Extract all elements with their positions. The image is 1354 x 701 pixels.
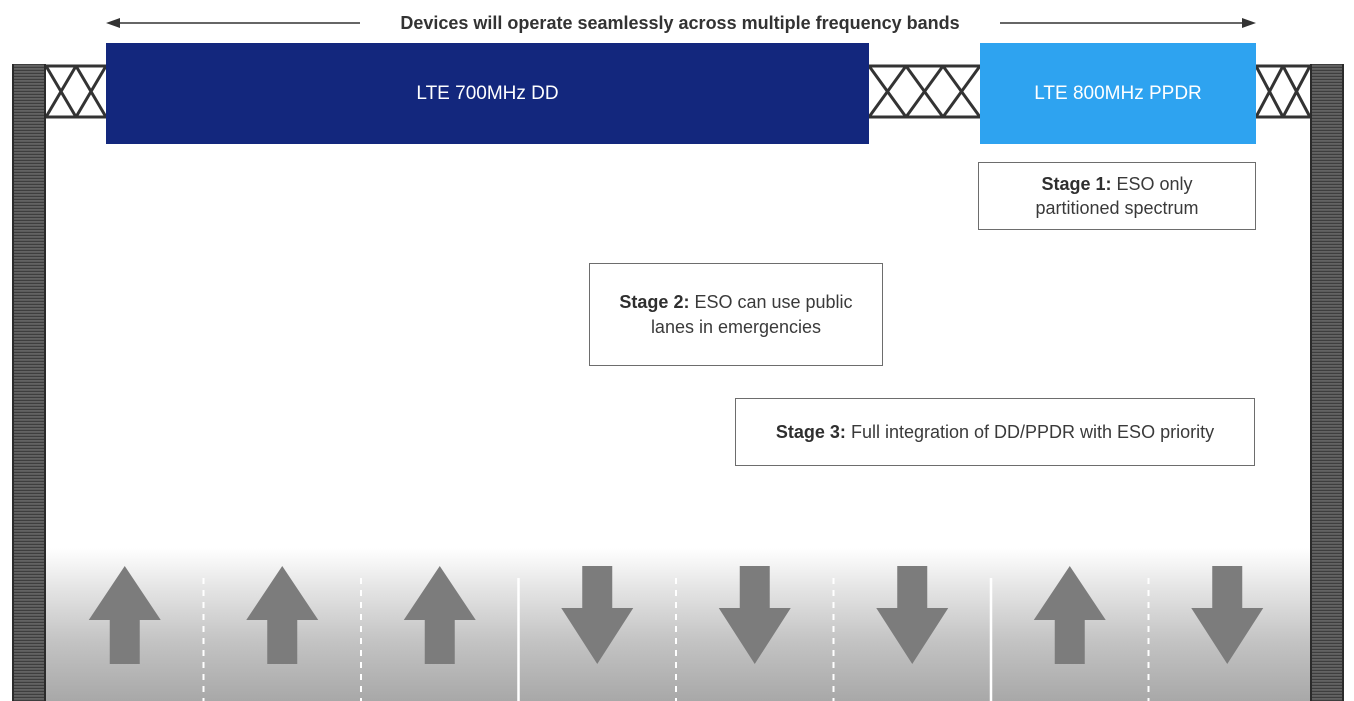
stage-3-title: Stage 3: <box>775 421 846 442</box>
band-lte-700-dd: LTE 700MHz DD <box>106 43 869 144</box>
lane-arrow-up-icon <box>403 566 476 664</box>
lane-arrow-down-icon <box>718 566 791 664</box>
stage-2-box: Stage 2: ESO can use public lanes in eme… <box>589 263 883 366</box>
stage-1-line1: ESO only <box>1116 173 1193 194</box>
truss-brace <box>1281 65 1312 118</box>
lane-arrow-down-icon <box>1191 566 1264 664</box>
lane-arrow-up-icon <box>1033 566 1106 664</box>
truss-brace <box>44 65 78 118</box>
lane-arrow-down-icon <box>876 566 949 664</box>
stage-1-box: Stage 1: ESO only partitioned spectrum <box>978 162 1256 230</box>
road-surface <box>46 548 1310 701</box>
lane-arrow-up-icon <box>88 566 161 664</box>
gantry-post-left <box>12 64 46 701</box>
stage-2-line2: lanes in emergencies <box>650 316 822 337</box>
stage-3-text: Full integration of DD/PPDR with ESO pri… <box>850 421 1215 442</box>
road-lanes <box>88 566 1264 701</box>
band-lte-800-ppdr-label: LTE 800MHz PPDR <box>1034 82 1202 104</box>
stage-2-line1: ESO can use public <box>694 292 853 313</box>
stage-1-title: Stage 1: <box>1041 173 1112 194</box>
truss-brace <box>941 65 982 118</box>
lane-arrow-down-icon <box>561 566 634 664</box>
truss-brace <box>867 65 908 118</box>
stage-3-box: Stage 3: Full integration of DD/PPDR wit… <box>735 398 1255 466</box>
truss-brace <box>74 65 108 118</box>
band-span-caption: Devices will operate seamlessly across m… <box>360 9 1000 37</box>
band-lte-700-dd-label: LTE 700MHz DD <box>416 82 559 104</box>
band-lte-800-ppdr: LTE 800MHz PPDR <box>980 43 1256 144</box>
lane-arrow-up-icon <box>246 566 319 664</box>
stage-2-title: Stage 2: <box>619 292 690 313</box>
truss-brace <box>1254 65 1285 118</box>
gantry-post-right <box>1310 64 1344 701</box>
truss-brace <box>904 65 945 118</box>
stage-1-line2: partitioned spectrum <box>1035 198 1199 218</box>
